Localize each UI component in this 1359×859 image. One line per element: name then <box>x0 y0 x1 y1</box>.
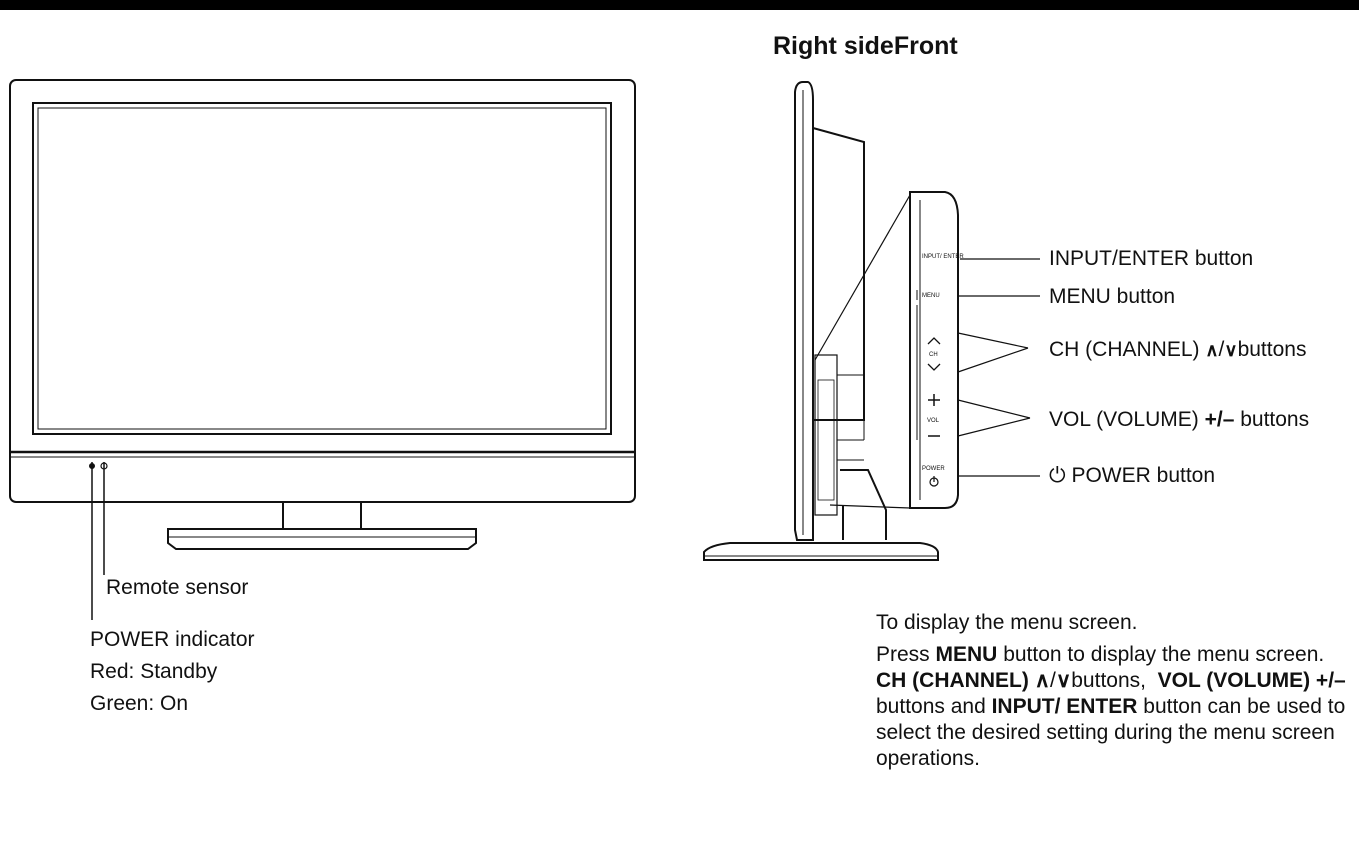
input-enter-label: INPUT/ENTER button <box>1049 247 1254 270</box>
ch-label-prefix: CH (CHANNEL) <box>1049 338 1206 361</box>
panel-ch-text: CH <box>929 352 938 358</box>
menu-note: To display the menu screen. Press MENU b… <box>876 610 1356 772</box>
side-stand-base <box>703 542 939 561</box>
panel-vol-text: VOL <box>927 418 940 424</box>
power-icon: ⏻ <box>1049 464 1066 487</box>
note-vol-after: buttons and <box>876 695 992 718</box>
ch-up-icon: ∧ <box>1205 340 1219 360</box>
tv-bezel <box>9 79 636 503</box>
zoom-line-bottom <box>829 504 911 509</box>
power-button-label: ⏻ POWER button <box>1049 463 1215 488</box>
side-view-heading: Right sideFront <box>773 32 958 60</box>
note-vol-bold: VOL (VOLUME) +/– <box>1157 669 1346 692</box>
tv-front-view <box>9 79 636 620</box>
panel-input-text: INPUT/ ENTER <box>922 254 964 260</box>
control-panel-zoom <box>909 191 959 509</box>
note-rest: button can be used to select the desired… <box>876 695 1346 770</box>
remote-sensor-label: Remote sensor <box>106 576 249 599</box>
tv-side-view <box>703 81 1040 561</box>
panel-menu-text: MENU <box>922 293 940 299</box>
ch-leader-up <box>957 332 1029 349</box>
panel-ch-up-mark <box>927 337 941 345</box>
menu-label: MENU button <box>1049 285 1176 308</box>
vol-leader-plus <box>957 399 1031 419</box>
panel-power-text: POWER <box>922 466 945 472</box>
zoom-line-top <box>814 194 911 361</box>
ch-label-suffix: buttons <box>1237 338 1307 361</box>
vol-label-suffix: buttons <box>1234 408 1310 431</box>
ch-down-icon: ∨ <box>1224 340 1238 360</box>
green-on-label: Green: On <box>90 692 189 715</box>
tv-screen <box>32 102 612 435</box>
note-ch-bold: CH (CHANNEL) <box>876 669 1035 692</box>
vol-label-prefix: VOL (VOLUME) <box>1049 408 1205 431</box>
note-press-rest: button to display the menu screen. <box>997 643 1325 666</box>
vol-label: VOL (VOLUME) +/– buttons <box>1049 407 1309 432</box>
note-line1: To display the menu screen. <box>876 611 1138 634</box>
panel-ch-down-mark <box>927 363 941 371</box>
note-down-icon: ∨ <box>1055 669 1072 692</box>
note-slash-icon: / <box>1050 669 1056 692</box>
remote-sensor <box>100 462 108 470</box>
power-button-text: POWER button <box>1071 464 1216 487</box>
note-press-text: Press <box>876 643 936 666</box>
note-menu-bold: MENU <box>935 643 998 666</box>
note-up-icon: ∧ <box>1034 669 1051 692</box>
power-indicator-label: POWER indicator <box>90 628 255 651</box>
vol-leader-minus <box>957 417 1031 437</box>
power-indicator <box>89 463 95 469</box>
note-input-bold: INPUT/ ENTER <box>991 695 1138 718</box>
stand-neck <box>282 501 362 530</box>
vol-label-bold: +/– <box>1204 408 1235 431</box>
side-panel-front <box>794 81 814 541</box>
red-standby-label: Red: Standby <box>90 660 218 683</box>
note-ch-after: buttons, <box>1071 669 1146 692</box>
ch-label: CH (CHANNEL) ∧/∨buttons <box>1049 337 1306 363</box>
top-rule <box>0 0 1359 10</box>
ch-leader-down <box>957 347 1029 373</box>
note-body: CH (CHANNEL) ∧/∨buttons, VOL (VOLUME) +/… <box>876 668 1356 772</box>
stand-base <box>167 528 477 550</box>
slash-icon: / <box>1218 338 1225 361</box>
note-press: Press MENU button to display the menu sc… <box>876 642 1356 668</box>
